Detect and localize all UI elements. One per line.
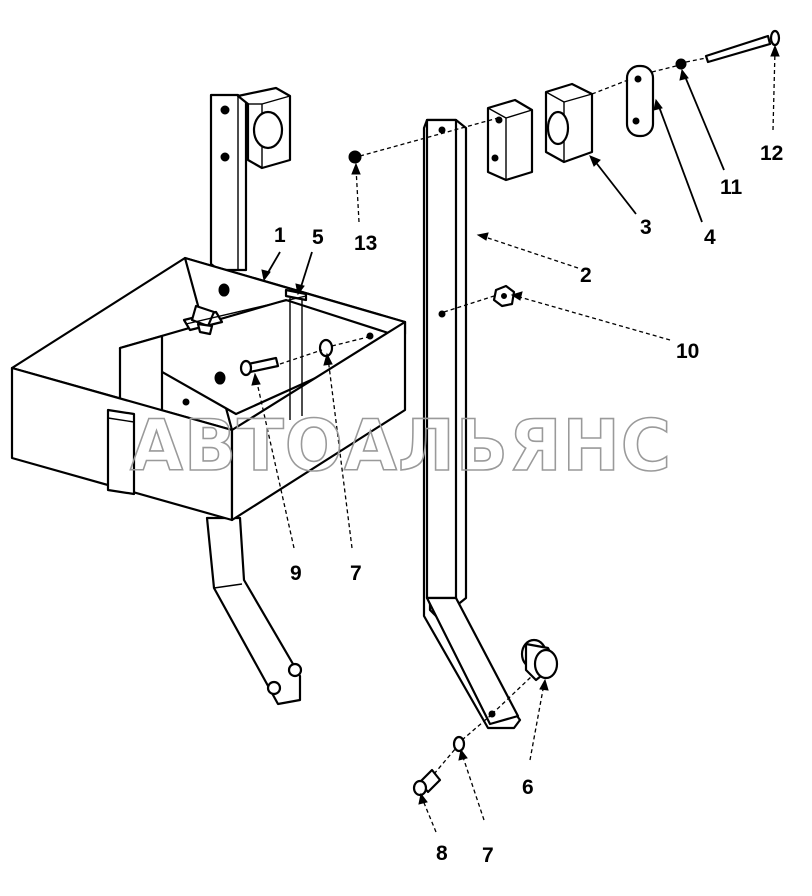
callout-7-upper: 7 [350,562,362,585]
callout-11: 11 [720,176,743,199]
callout-5: 5 [312,226,324,249]
washer-7-upper [318,338,334,358]
clamp-block [486,82,594,182]
callout-10: 10 [676,340,699,363]
watermark-text: АВТОАЛЬЯНС [130,405,672,487]
callout-3: 3 [640,216,652,239]
bolt-8 [412,768,442,797]
washer-7-lower [452,735,466,753]
nut-13 [348,150,362,164]
washer-11 [675,58,687,70]
tray-box [10,256,407,522]
tall-bracket [422,118,522,730]
assembly-lines [279,57,707,775]
callout-6: 6 [522,776,534,799]
nut-10 [492,284,516,308]
bolt-9 [239,356,280,377]
callout-1: 1 [274,224,286,247]
bolt-12 [704,29,781,64]
callout-12: 12 [760,142,783,165]
strap-plate [625,64,655,138]
callout-7-lower: 7 [482,844,494,867]
callout-9: 9 [290,562,302,585]
callout-4: 4 [704,226,716,249]
leader-lines [251,44,780,833]
callout-2: 2 [580,264,592,287]
left-bracket [205,86,303,706]
roller-6 [520,638,559,682]
callout-8: 8 [436,842,448,865]
callout-labels: 1 2 3 4 5 6 7 7 8 9 10 11 12 13 [274,142,783,867]
callout-13: 13 [354,232,377,255]
